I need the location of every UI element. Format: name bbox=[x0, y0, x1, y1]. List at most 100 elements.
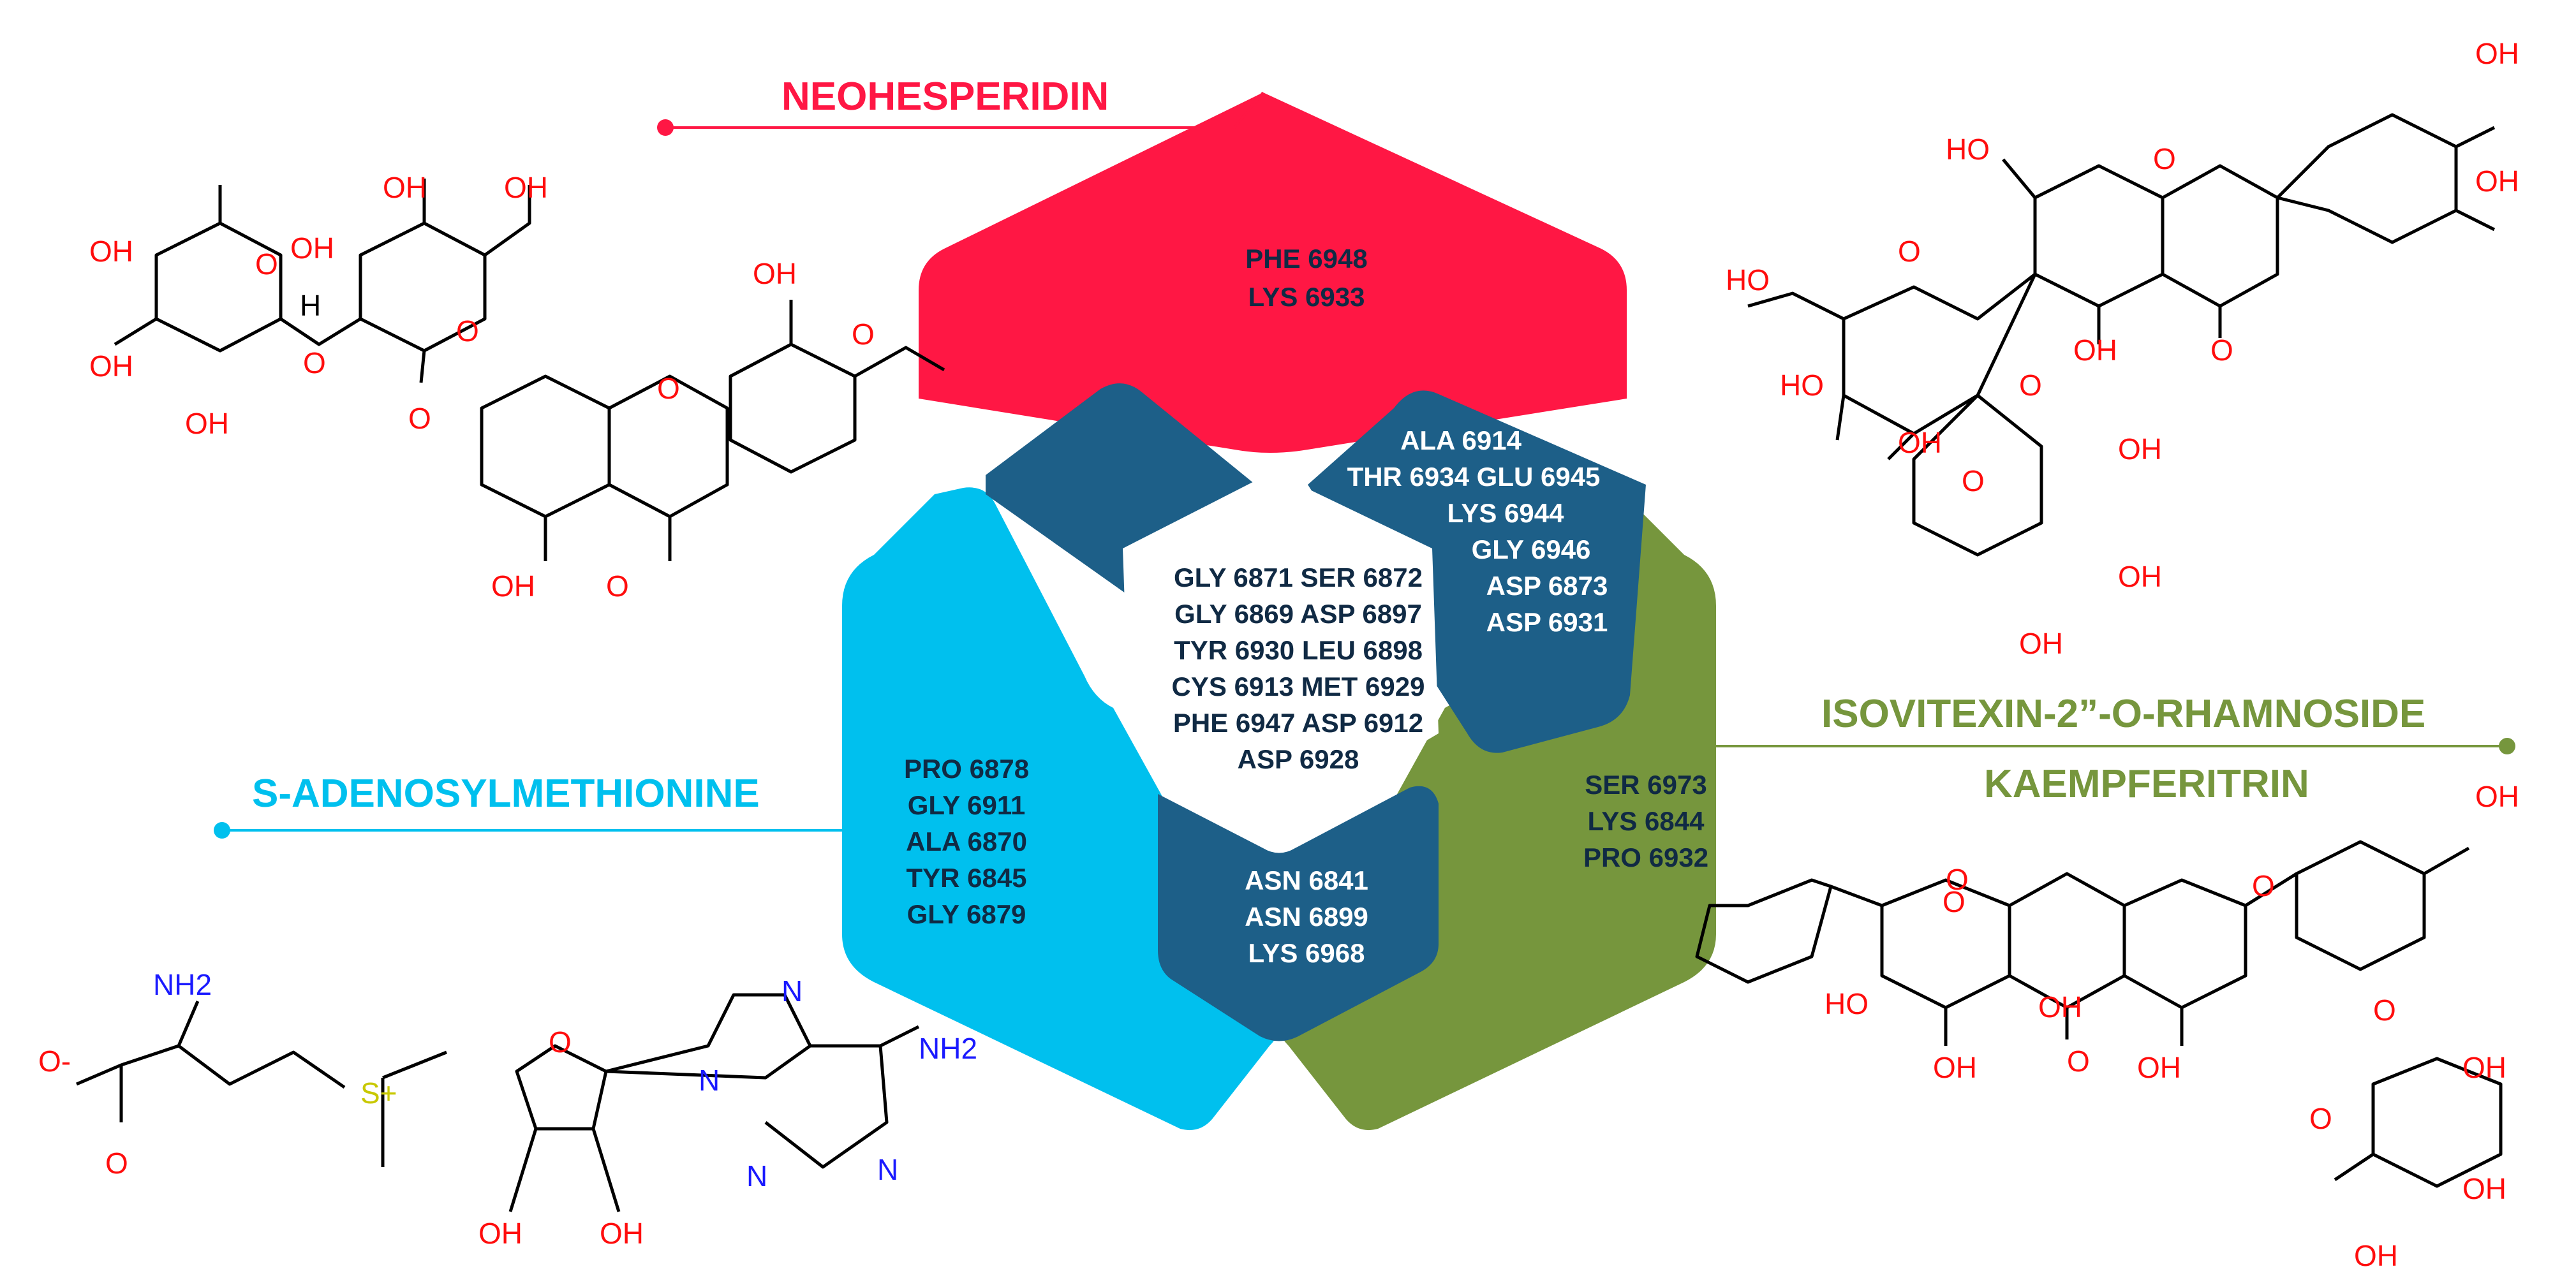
kae-oh-5: OH bbox=[1933, 1051, 1977, 1084]
residue-common-4: PHE 6947 ASP 6912 bbox=[1173, 708, 1423, 738]
sam-structure bbox=[76, 993, 920, 1212]
sam-o-minus: O- bbox=[38, 1045, 71, 1078]
sam-title: S-ADENOSYLMETHIONINE bbox=[252, 772, 760, 816]
leader-lines bbox=[222, 91, 2507, 832]
iso-ho-1: HO bbox=[1946, 133, 1990, 166]
iso-o-5: O bbox=[1962, 464, 1985, 497]
residue-neo-0: PHE 6948 bbox=[1245, 244, 1367, 274]
isovitexin-dot bbox=[2499, 738, 2515, 754]
sam-o-2: O bbox=[549, 1025, 572, 1059]
sam-nh2-1: NH2 bbox=[153, 968, 212, 1001]
neohesperidin-leader bbox=[665, 91, 1264, 129]
sam-atoms: NH2 O- O S+ O OH OH N N N N NH2 bbox=[38, 968, 977, 1250]
isovitexin-atoms: HO O OH OH OH O HO O HO OH O O OH OH OH bbox=[1726, 37, 2519, 660]
neohesperidin-dot bbox=[657, 119, 674, 136]
residue-sam-1: GLY 6911 bbox=[908, 790, 1026, 820]
residue-neoiso-3: GLY 6946 bbox=[1472, 534, 1591, 564]
sam-o-1: O bbox=[105, 1147, 128, 1180]
sam-n-4: N bbox=[877, 1153, 898, 1186]
sam-dot bbox=[214, 822, 230, 839]
residue-common-1: GLY 6869 ASP 6897 bbox=[1174, 599, 1422, 629]
iso-oh-4: OH bbox=[1898, 426, 1942, 459]
kae-o-6: O bbox=[2309, 1102, 2332, 1135]
neo-o-1: O bbox=[255, 247, 278, 281]
sam-s-plus: S+ bbox=[360, 1076, 397, 1110]
residue-samiso-1: ASN 6899 bbox=[1245, 902, 1368, 932]
residue-sam-4: GLY 6879 bbox=[907, 899, 1026, 929]
neo-oh-1: OH bbox=[89, 235, 133, 268]
residue-samiso-2: LYS 6968 bbox=[1248, 938, 1365, 968]
neo-o-5: O bbox=[657, 372, 680, 405]
residue-neo-1: LYS 6933 bbox=[1248, 282, 1365, 312]
neo-h: H bbox=[300, 289, 321, 322]
residue-common-5: ASP 6928 bbox=[1238, 744, 1359, 774]
hexagon-venn bbox=[842, 92, 1716, 1131]
sam-oh-1: OH bbox=[478, 1217, 522, 1250]
leader-dots bbox=[214, 119, 2515, 839]
neo-o-4: O bbox=[408, 402, 431, 435]
neo-oh-6: OH bbox=[504, 171, 548, 204]
neohesperidin-lobe bbox=[919, 92, 1627, 453]
sam-n-1: N bbox=[699, 1064, 720, 1097]
iso-o-3: O bbox=[1898, 235, 1921, 268]
iso-oh-5: OH bbox=[2118, 432, 2162, 466]
residue-neoiso-4: ASP 6873 bbox=[1486, 571, 1608, 601]
kae-o-3: O bbox=[1946, 863, 1969, 896]
neo-oh-7: OH bbox=[753, 257, 797, 290]
neo-oh-8: OH bbox=[491, 569, 535, 603]
kae-o-1: O bbox=[2252, 869, 2275, 902]
residue-neoiso-5: ASP 6931 bbox=[1486, 607, 1608, 637]
iso-oh-1: OH bbox=[2475, 37, 2519, 70]
neohesperidin-structure bbox=[114, 179, 945, 561]
neo-oh-5: OH bbox=[383, 171, 427, 204]
residue-neoiso-2: LYS 6944 bbox=[1447, 498, 1565, 528]
neo-o-2: O bbox=[303, 346, 326, 379]
neo-oh-2: OH bbox=[290, 231, 334, 265]
kaempferitrin-atoms: OH O O O O OH HO OH OH O O OH OH OH bbox=[1825, 780, 2519, 1272]
kae-oh-3: HO bbox=[1825, 987, 1869, 1020]
kae-oh-6: OH bbox=[2462, 1051, 2506, 1084]
iso-oh-2: OH bbox=[2475, 165, 2519, 198]
sam-oh-2: OH bbox=[600, 1217, 644, 1250]
iso-oh-6: OH bbox=[2118, 560, 2162, 593]
neo-oh-3: OH bbox=[89, 349, 133, 383]
neohesperidin-title: NEOHESPERIDIN bbox=[781, 75, 1109, 119]
residue-iso-2: PRO 6932 bbox=[1583, 842, 1708, 872]
residue-sam-0: PRO 6878 bbox=[904, 754, 1029, 784]
kae-oh-2: OH bbox=[2137, 1051, 2181, 1084]
kae-o-4: O bbox=[2067, 1045, 2090, 1078]
iso-o-4: O bbox=[2019, 369, 2042, 402]
common-core bbox=[1123, 472, 1439, 826]
residue-common-0: GLY 6871 SER 6872 bbox=[1174, 562, 1423, 592]
residue-sam-3: TYR 6845 bbox=[906, 863, 1026, 893]
neo-o-7: O bbox=[852, 318, 875, 351]
residue-iso-0: SER 6973 bbox=[1585, 770, 1706, 800]
kaempferitrin-structure bbox=[1695, 840, 2503, 1188]
neo-o-6: O bbox=[606, 569, 629, 603]
neo-iso-overlap bbox=[1308, 390, 1646, 753]
sam-n-3: N bbox=[746, 1159, 767, 1193]
residue-sam-2: ALA 6870 bbox=[906, 826, 1027, 856]
residue-neoiso-0: ALA 6914 bbox=[1400, 425, 1522, 455]
neo-o-3: O bbox=[456, 314, 479, 348]
kae-oh-1: OH bbox=[2475, 780, 2519, 813]
iso-o-1: O bbox=[2153, 142, 2176, 175]
residue-common-3: CYS 6913 MET 6929 bbox=[1172, 672, 1425, 701]
kae-o-5: O bbox=[2373, 994, 2396, 1027]
residue-neoiso-1: THR 6934 GLU 6945 bbox=[1347, 462, 1601, 492]
iso-ho-3: HO bbox=[1780, 369, 1824, 402]
kae-oh-4: OH bbox=[2038, 990, 2082, 1024]
iso-oh-3: OH bbox=[2073, 334, 2117, 367]
residue-iso-1: LYS 6844 bbox=[1588, 806, 1705, 836]
kae-o-2: O bbox=[1943, 885, 1965, 918]
sam-iso-overlap bbox=[1158, 786, 1439, 1041]
kaempferitrin-title: KAEMPFERITRIN bbox=[1984, 762, 2309, 806]
iso-ho-2: HO bbox=[1726, 263, 1770, 297]
sam-n-2: N bbox=[781, 974, 803, 1008]
neo-oh-4: OH bbox=[185, 407, 229, 440]
residue-samiso-0: ASN 6841 bbox=[1245, 865, 1368, 895]
kae-oh-7: OH bbox=[2462, 1172, 2506, 1205]
sam-nh2-2: NH2 bbox=[919, 1032, 977, 1065]
